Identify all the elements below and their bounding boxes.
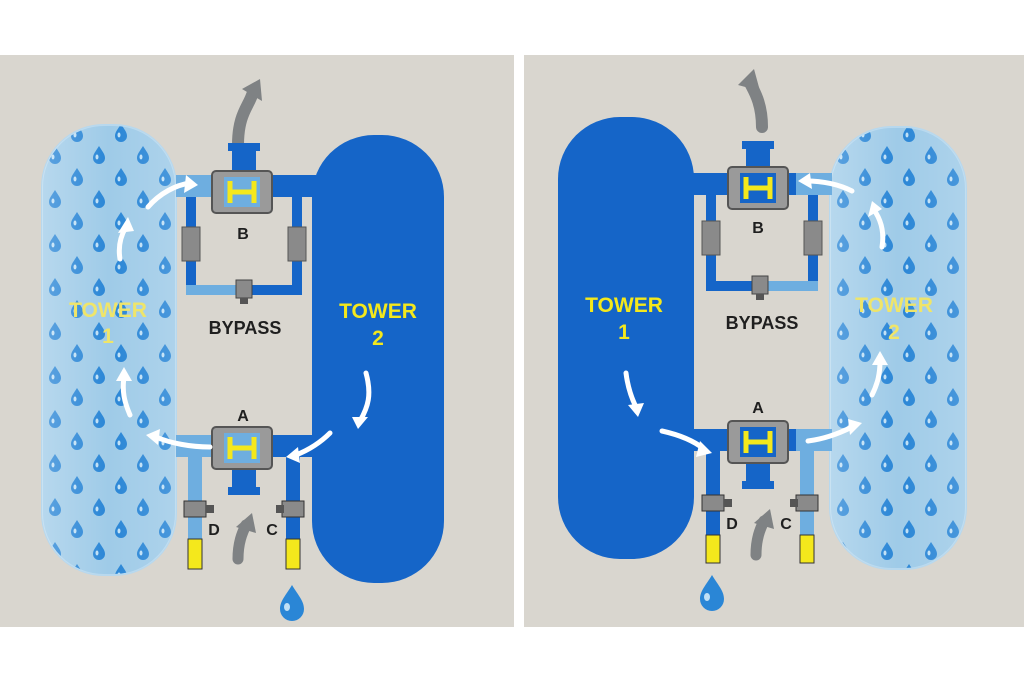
valve-b[interactable] bbox=[211, 170, 273, 214]
bypass-check-left bbox=[701, 220, 721, 256]
tower-1-label-line1: TOWER bbox=[585, 294, 663, 317]
bypass-valve[interactable] bbox=[751, 275, 769, 300]
bypass-check-left bbox=[181, 226, 201, 262]
diagram-panel-tower1-drying: TOWER 1 TOWER 2 B BYPASS A D C bbox=[0, 55, 514, 627]
inlet-arrow-icon bbox=[750, 509, 774, 561]
valve-d-label: D bbox=[726, 516, 738, 533]
tower-2 bbox=[312, 135, 444, 583]
valve-c-label: C bbox=[780, 516, 792, 533]
bypass-check-right bbox=[287, 226, 307, 262]
valve-c[interactable] bbox=[276, 500, 305, 518]
exhaust-arrow-icon bbox=[232, 79, 262, 151]
tower-2-label-line1: TOWER bbox=[855, 294, 933, 317]
bypass-valve[interactable] bbox=[235, 279, 253, 304]
tower-2-label-line1: TOWER bbox=[339, 300, 417, 323]
valve-a[interactable] bbox=[727, 420, 789, 464]
tower-2-label-line2: 2 bbox=[372, 327, 384, 350]
valve-a-label: A bbox=[237, 408, 249, 425]
drain-drop-icon bbox=[700, 575, 724, 611]
valve-d[interactable] bbox=[183, 500, 214, 518]
diagram-panel-tower2-drying: TOWER 1 TOWER 2 B BYPASS A D C bbox=[524, 55, 1024, 627]
bypass-check-right bbox=[803, 220, 823, 256]
valve-b-label: B bbox=[237, 226, 249, 243]
tower-1-label-line2: 1 bbox=[618, 321, 630, 344]
valve-d-label: D bbox=[208, 522, 220, 539]
valve-b[interactable] bbox=[727, 166, 789, 210]
tower-2-label-line2: 2 bbox=[888, 321, 900, 344]
bypass-label: BYPASS bbox=[209, 318, 282, 338]
inlet-arrow-icon bbox=[232, 513, 256, 565]
valve-c[interactable] bbox=[790, 494, 819, 512]
tower-1-label-line1: TOWER bbox=[69, 299, 147, 322]
valve-c-label: C bbox=[266, 522, 278, 539]
drain-drop-icon bbox=[280, 585, 304, 621]
valve-d[interactable] bbox=[701, 494, 732, 512]
valve-a[interactable] bbox=[211, 426, 273, 470]
tower-1 bbox=[558, 117, 694, 559]
exhaust-arrow-icon bbox=[738, 69, 768, 133]
bypass-label: BYPASS bbox=[726, 313, 799, 333]
tower-1-label-line2: 1 bbox=[102, 325, 114, 348]
valve-a-label: A bbox=[752, 400, 764, 417]
valve-b-label: B bbox=[752, 220, 764, 237]
